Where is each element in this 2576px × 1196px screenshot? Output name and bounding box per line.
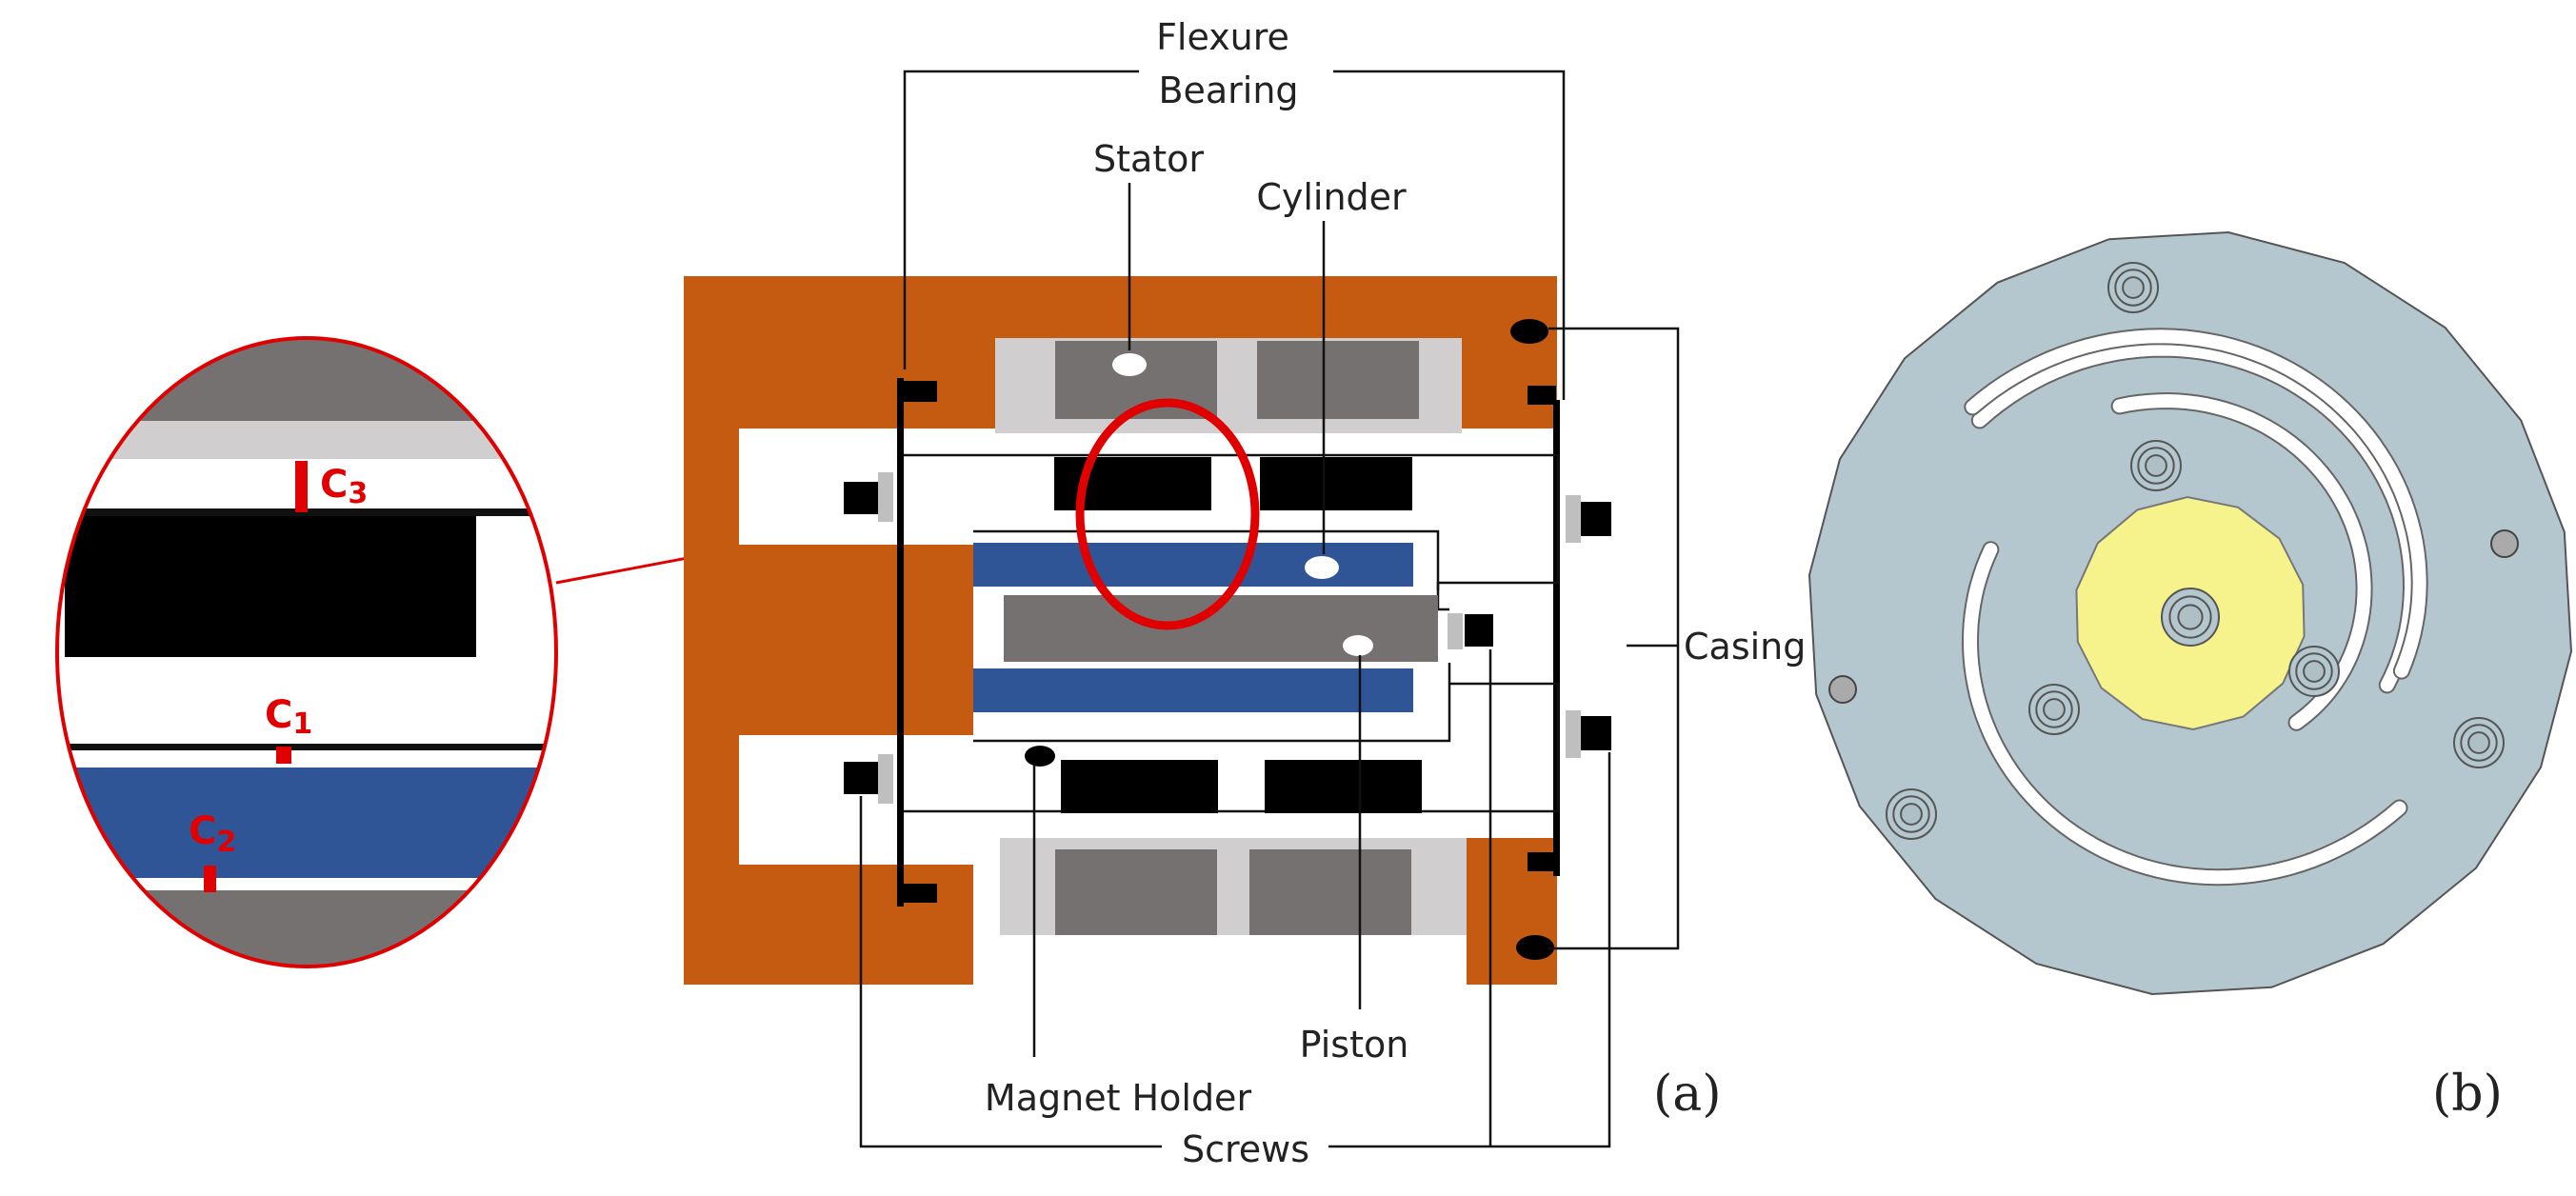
- cylinder-top: [973, 543, 1413, 587]
- spiral-slot: [1966, 329, 2426, 678]
- mount-hole: [2122, 276, 2145, 299]
- mount-hole: [2303, 660, 2326, 683]
- stator-hole: [1112, 353, 1147, 376]
- panel-a-label: (a): [1653, 1066, 1722, 1123]
- flexure-spiral-slots: [1961, 328, 2428, 887]
- mount-hole: [2145, 454, 2167, 477]
- zoom-cylinder-wall: [57, 508, 556, 516]
- c1-marker: [276, 747, 291, 764]
- mount-hole: [1900, 803, 1923, 826]
- magnet-bottom-right: [1265, 760, 1422, 813]
- flexure-label-line1: Flexure: [1156, 16, 1289, 58]
- cylinder-label: Cylinder: [1256, 176, 1407, 218]
- mount-hole: [2177, 604, 2204, 630]
- flexure-mount-holes: [1828, 262, 2519, 840]
- panel-b-label: (b): [2432, 1066, 2503, 1123]
- magnet-bottom-left: [1061, 760, 1218, 813]
- zoom-cylinder: [57, 767, 556, 878]
- stator-bottom-core-left: [1055, 849, 1217, 935]
- zoom-outline: [55, 336, 558, 968]
- casing-bolt-bottom: [1516, 935, 1554, 960]
- spiral-slot: [2112, 393, 2371, 729]
- c3-marker: [295, 461, 308, 512]
- spiral-slot: [1963, 543, 2406, 885]
- cross-section: [684, 276, 1611, 985]
- flexure-label-line2: Bearing: [1158, 70, 1298, 111]
- flexure-disc: [1807, 230, 2573, 996]
- screws-group: [844, 472, 1611, 804]
- piston-label: Piston: [1300, 1024, 1409, 1066]
- stator-label: Stator: [1093, 138, 1204, 180]
- stator-bottom-core-right: [1249, 849, 1411, 935]
- cylinder-bottom: [973, 668, 1413, 712]
- zoom-piston-gap-line: [57, 744, 556, 750]
- magnet-holder-label: Magnet Holder: [985, 1077, 1252, 1119]
- screws-label: Screws: [1182, 1128, 1309, 1170]
- flexure-right: [1553, 400, 1560, 876]
- casing-label: Casing: [1684, 626, 1806, 668]
- magnet-holder-pin: [1025, 746, 1055, 767]
- highlight-ring: [1075, 398, 1260, 630]
- flexure-left: [897, 378, 904, 907]
- c2-label: C2: [189, 809, 236, 859]
- leader-lines: [859, 70, 1680, 1148]
- zoom-magnet: [65, 516, 476, 657]
- c2-marker: [204, 866, 216, 892]
- zoom-piston: [57, 890, 556, 967]
- c3-label: C3: [320, 463, 368, 510]
- piston-port: [1343, 635, 1373, 656]
- casing-bolt-top: [1510, 319, 1548, 344]
- magnet-top-right: [1260, 457, 1412, 510]
- c1-label: C1: [265, 693, 312, 741]
- zoom-stator-shell: [57, 421, 556, 459]
- outer-bolt-hole: [2490, 529, 2519, 558]
- mount-hole: [2043, 698, 2066, 721]
- outer-bolt-hole: [1828, 675, 1857, 704]
- stator-top-core-right: [1257, 341, 1419, 419]
- mount-hole: [2467, 731, 2490, 754]
- cylinder-port: [1305, 556, 1339, 579]
